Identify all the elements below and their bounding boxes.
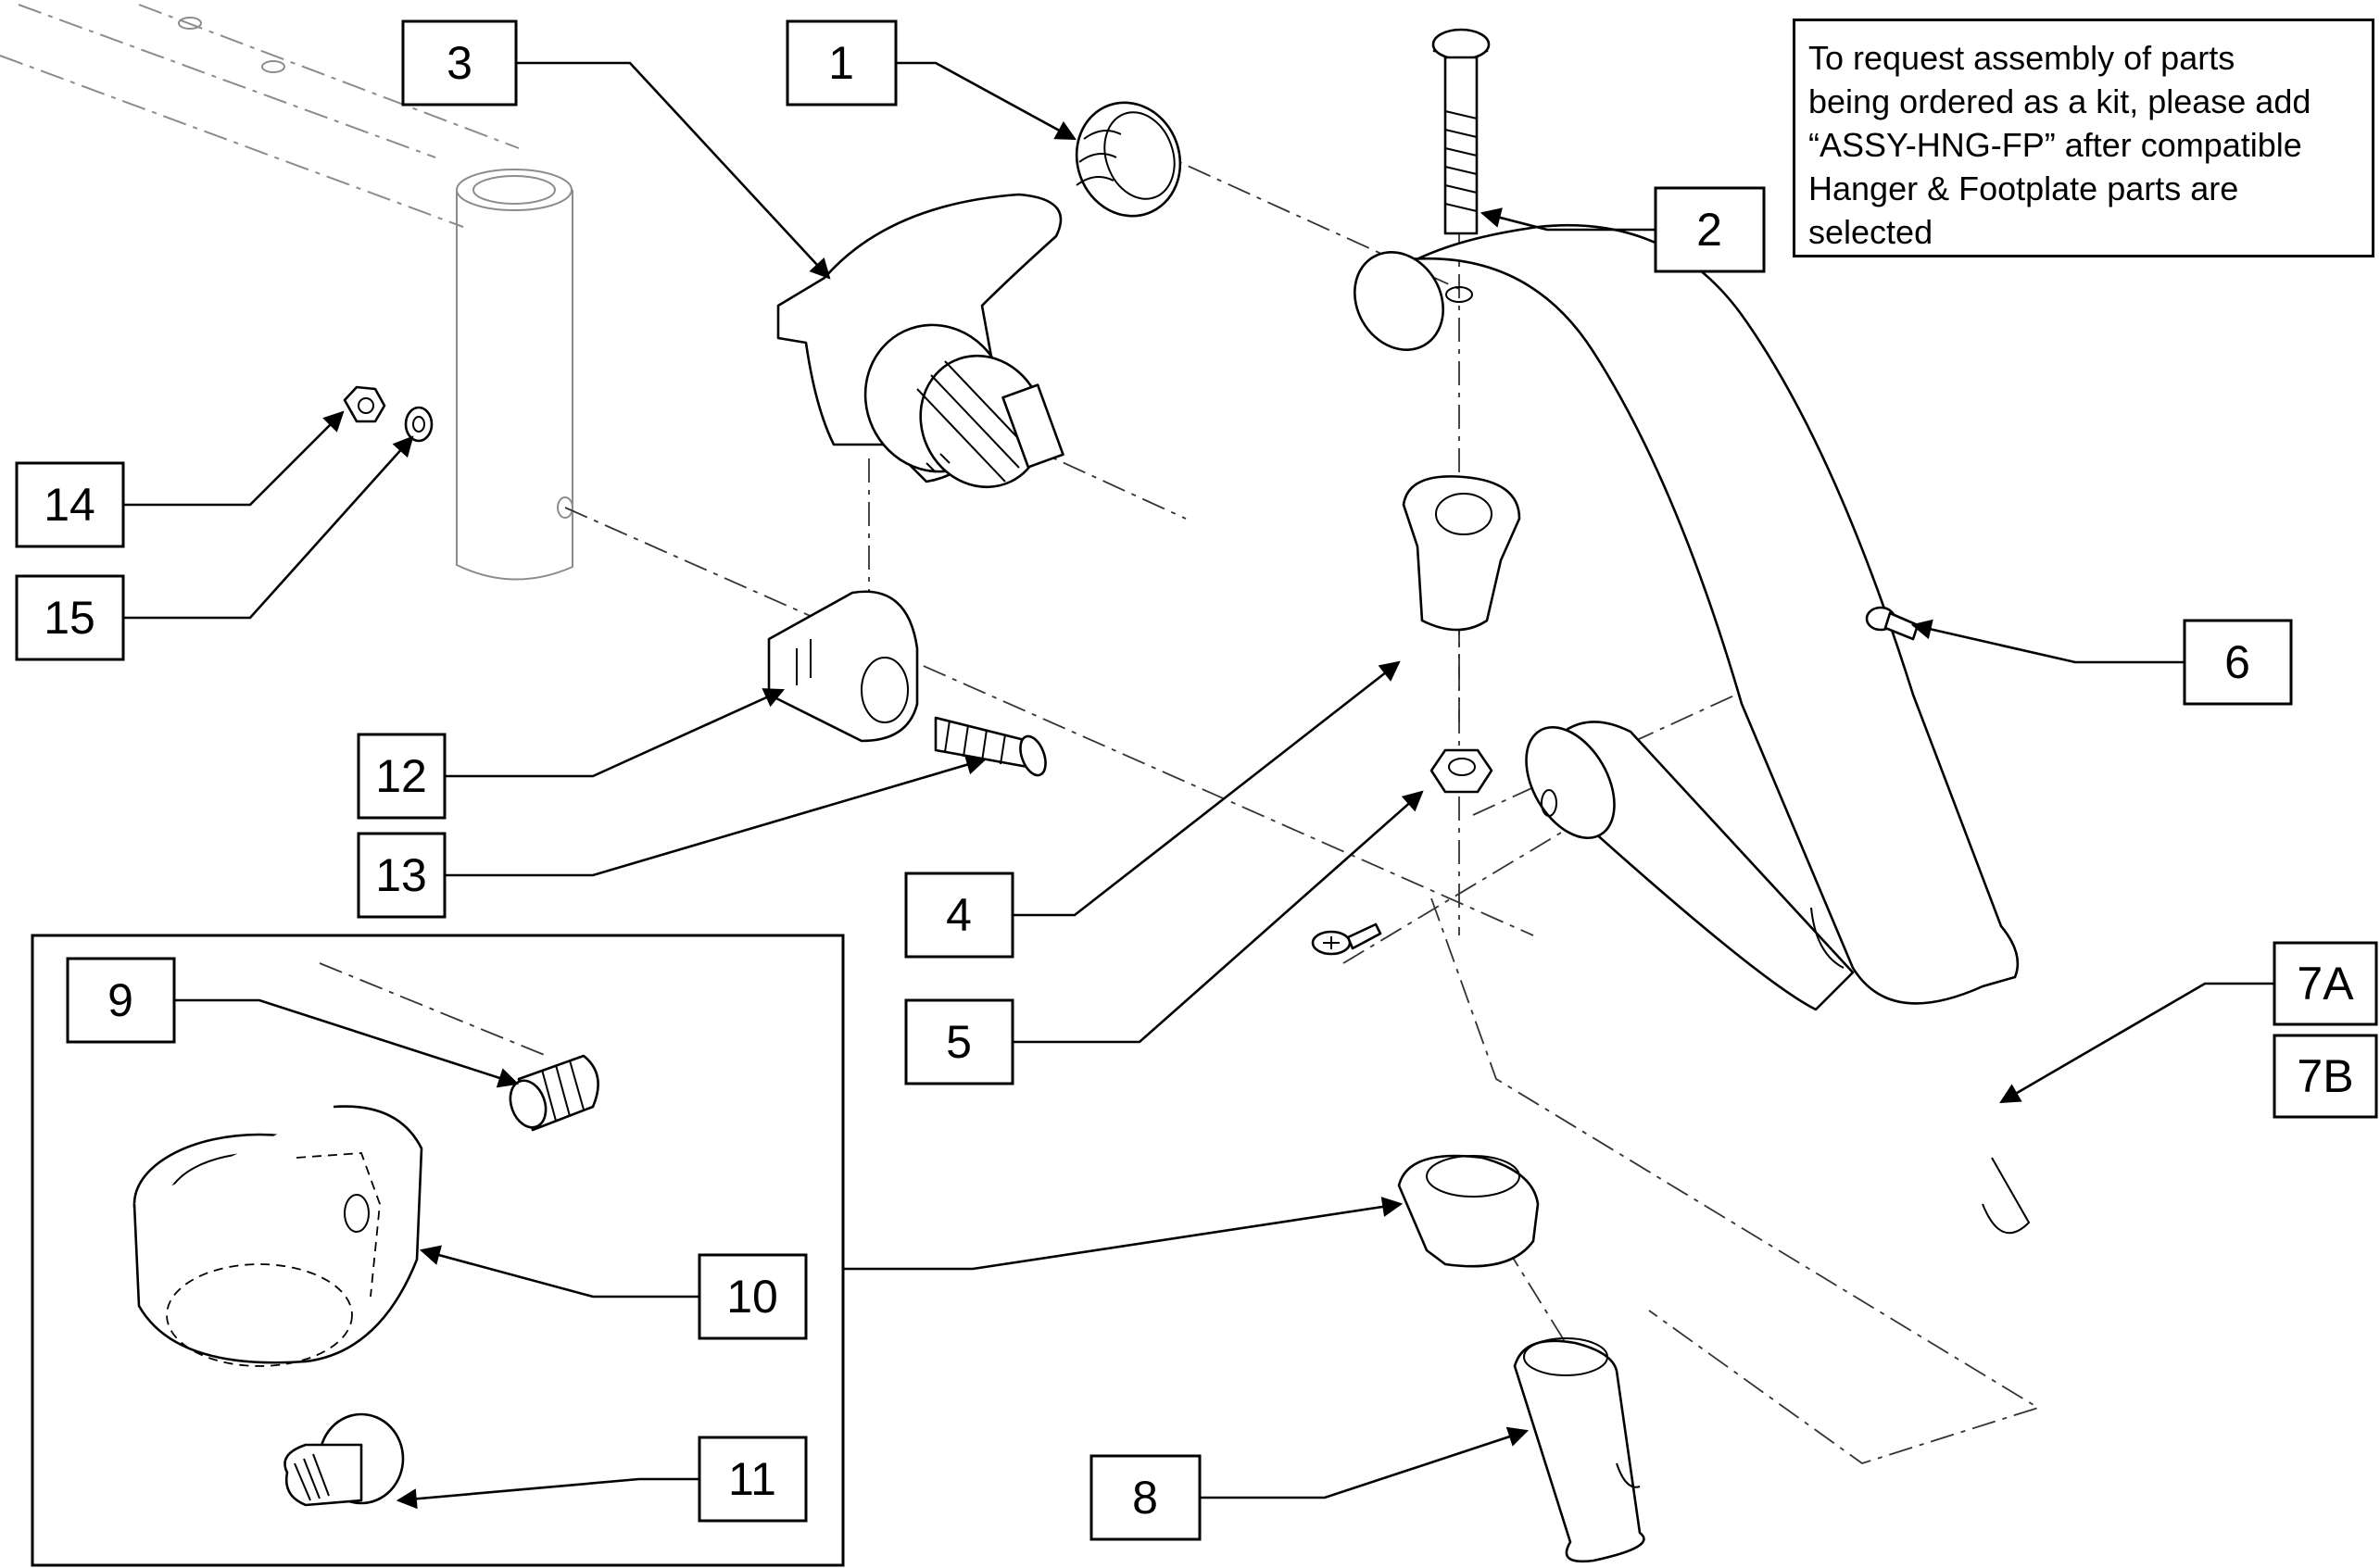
callout-8: 8 bbox=[1089, 1454, 1202, 1541]
part-8-plug bbox=[1513, 1337, 1645, 1563]
callout-10-label: 10 bbox=[726, 1271, 778, 1323]
callout-4-label: 4 bbox=[946, 889, 972, 941]
callout-13: 13 bbox=[357, 832, 447, 919]
assembly-note-text: To request assembly of parts being order… bbox=[1808, 39, 2311, 251]
part-7-hanger bbox=[1354, 223, 2031, 1235]
callout-11: 11 bbox=[698, 1436, 808, 1523]
callout-11-label: 11 bbox=[728, 1453, 776, 1505]
callout-15: 15 bbox=[15, 574, 125, 661]
callout-7a-label: 7A bbox=[2297, 958, 2354, 1010]
callout-6: 6 bbox=[2183, 619, 2293, 706]
part-8-collar bbox=[1397, 1154, 1540, 1268]
part-14-nut bbox=[343, 385, 386, 423]
part-3-clamp bbox=[776, 193, 1064, 489]
part-5-nut bbox=[1429, 748, 1493, 794]
callout-3-label: 3 bbox=[447, 37, 472, 89]
ghost-frame bbox=[0, 4, 573, 581]
callout-5: 5 bbox=[904, 998, 1014, 1085]
callout-12-label: 12 bbox=[375, 750, 427, 802]
part-13-screw bbox=[934, 716, 1047, 777]
part-10-ring-clamp bbox=[132, 1105, 423, 1367]
part-2-bolt bbox=[1431, 28, 1491, 235]
callout-15-label: 15 bbox=[44, 592, 95, 644]
inset-panel bbox=[31, 934, 845, 1567]
callout-7b: 7B bbox=[2273, 1034, 2378, 1119]
assembly-note: To request assembly of parts being order… bbox=[1793, 19, 2374, 257]
part-4-insert bbox=[1402, 475, 1521, 632]
callout-7a: 7A bbox=[2273, 941, 2378, 1026]
phillips-screw bbox=[1311, 922, 1382, 956]
callout-7b-label: 7B bbox=[2297, 1050, 2353, 1102]
callout-4: 4 bbox=[904, 872, 1014, 959]
part-15-washer bbox=[404, 406, 434, 443]
callout-6-label: 6 bbox=[2224, 636, 2250, 688]
part-1-bushing bbox=[1075, 101, 1182, 218]
callout-10: 10 bbox=[698, 1253, 808, 1340]
part-6-screw bbox=[1865, 606, 1920, 641]
callout-5-label: 5 bbox=[946, 1016, 972, 1068]
callout-9-label: 9 bbox=[107, 974, 133, 1026]
part-12-cam-block bbox=[767, 590, 919, 743]
callout-1-label: 1 bbox=[828, 37, 854, 89]
callout-2-label: 2 bbox=[1696, 204, 1722, 256]
callout-14: 14 bbox=[15, 461, 125, 548]
part-11-pin bbox=[283, 1412, 405, 1507]
part-9-set-screw bbox=[509, 1054, 599, 1132]
callout-14-label: 14 bbox=[44, 479, 95, 531]
callout-9: 9 bbox=[66, 957, 176, 1044]
callout-2: 2 bbox=[1654, 186, 1766, 273]
callout-1: 1 bbox=[786, 19, 898, 107]
callout-13-label: 13 bbox=[375, 849, 427, 901]
callout-3: 3 bbox=[401, 19, 518, 107]
leader-lines bbox=[123, 61, 2274, 1510]
centerlines bbox=[319, 144, 2041, 1464]
callout-8-label: 8 bbox=[1132, 1472, 1158, 1524]
callout-12: 12 bbox=[357, 733, 447, 820]
